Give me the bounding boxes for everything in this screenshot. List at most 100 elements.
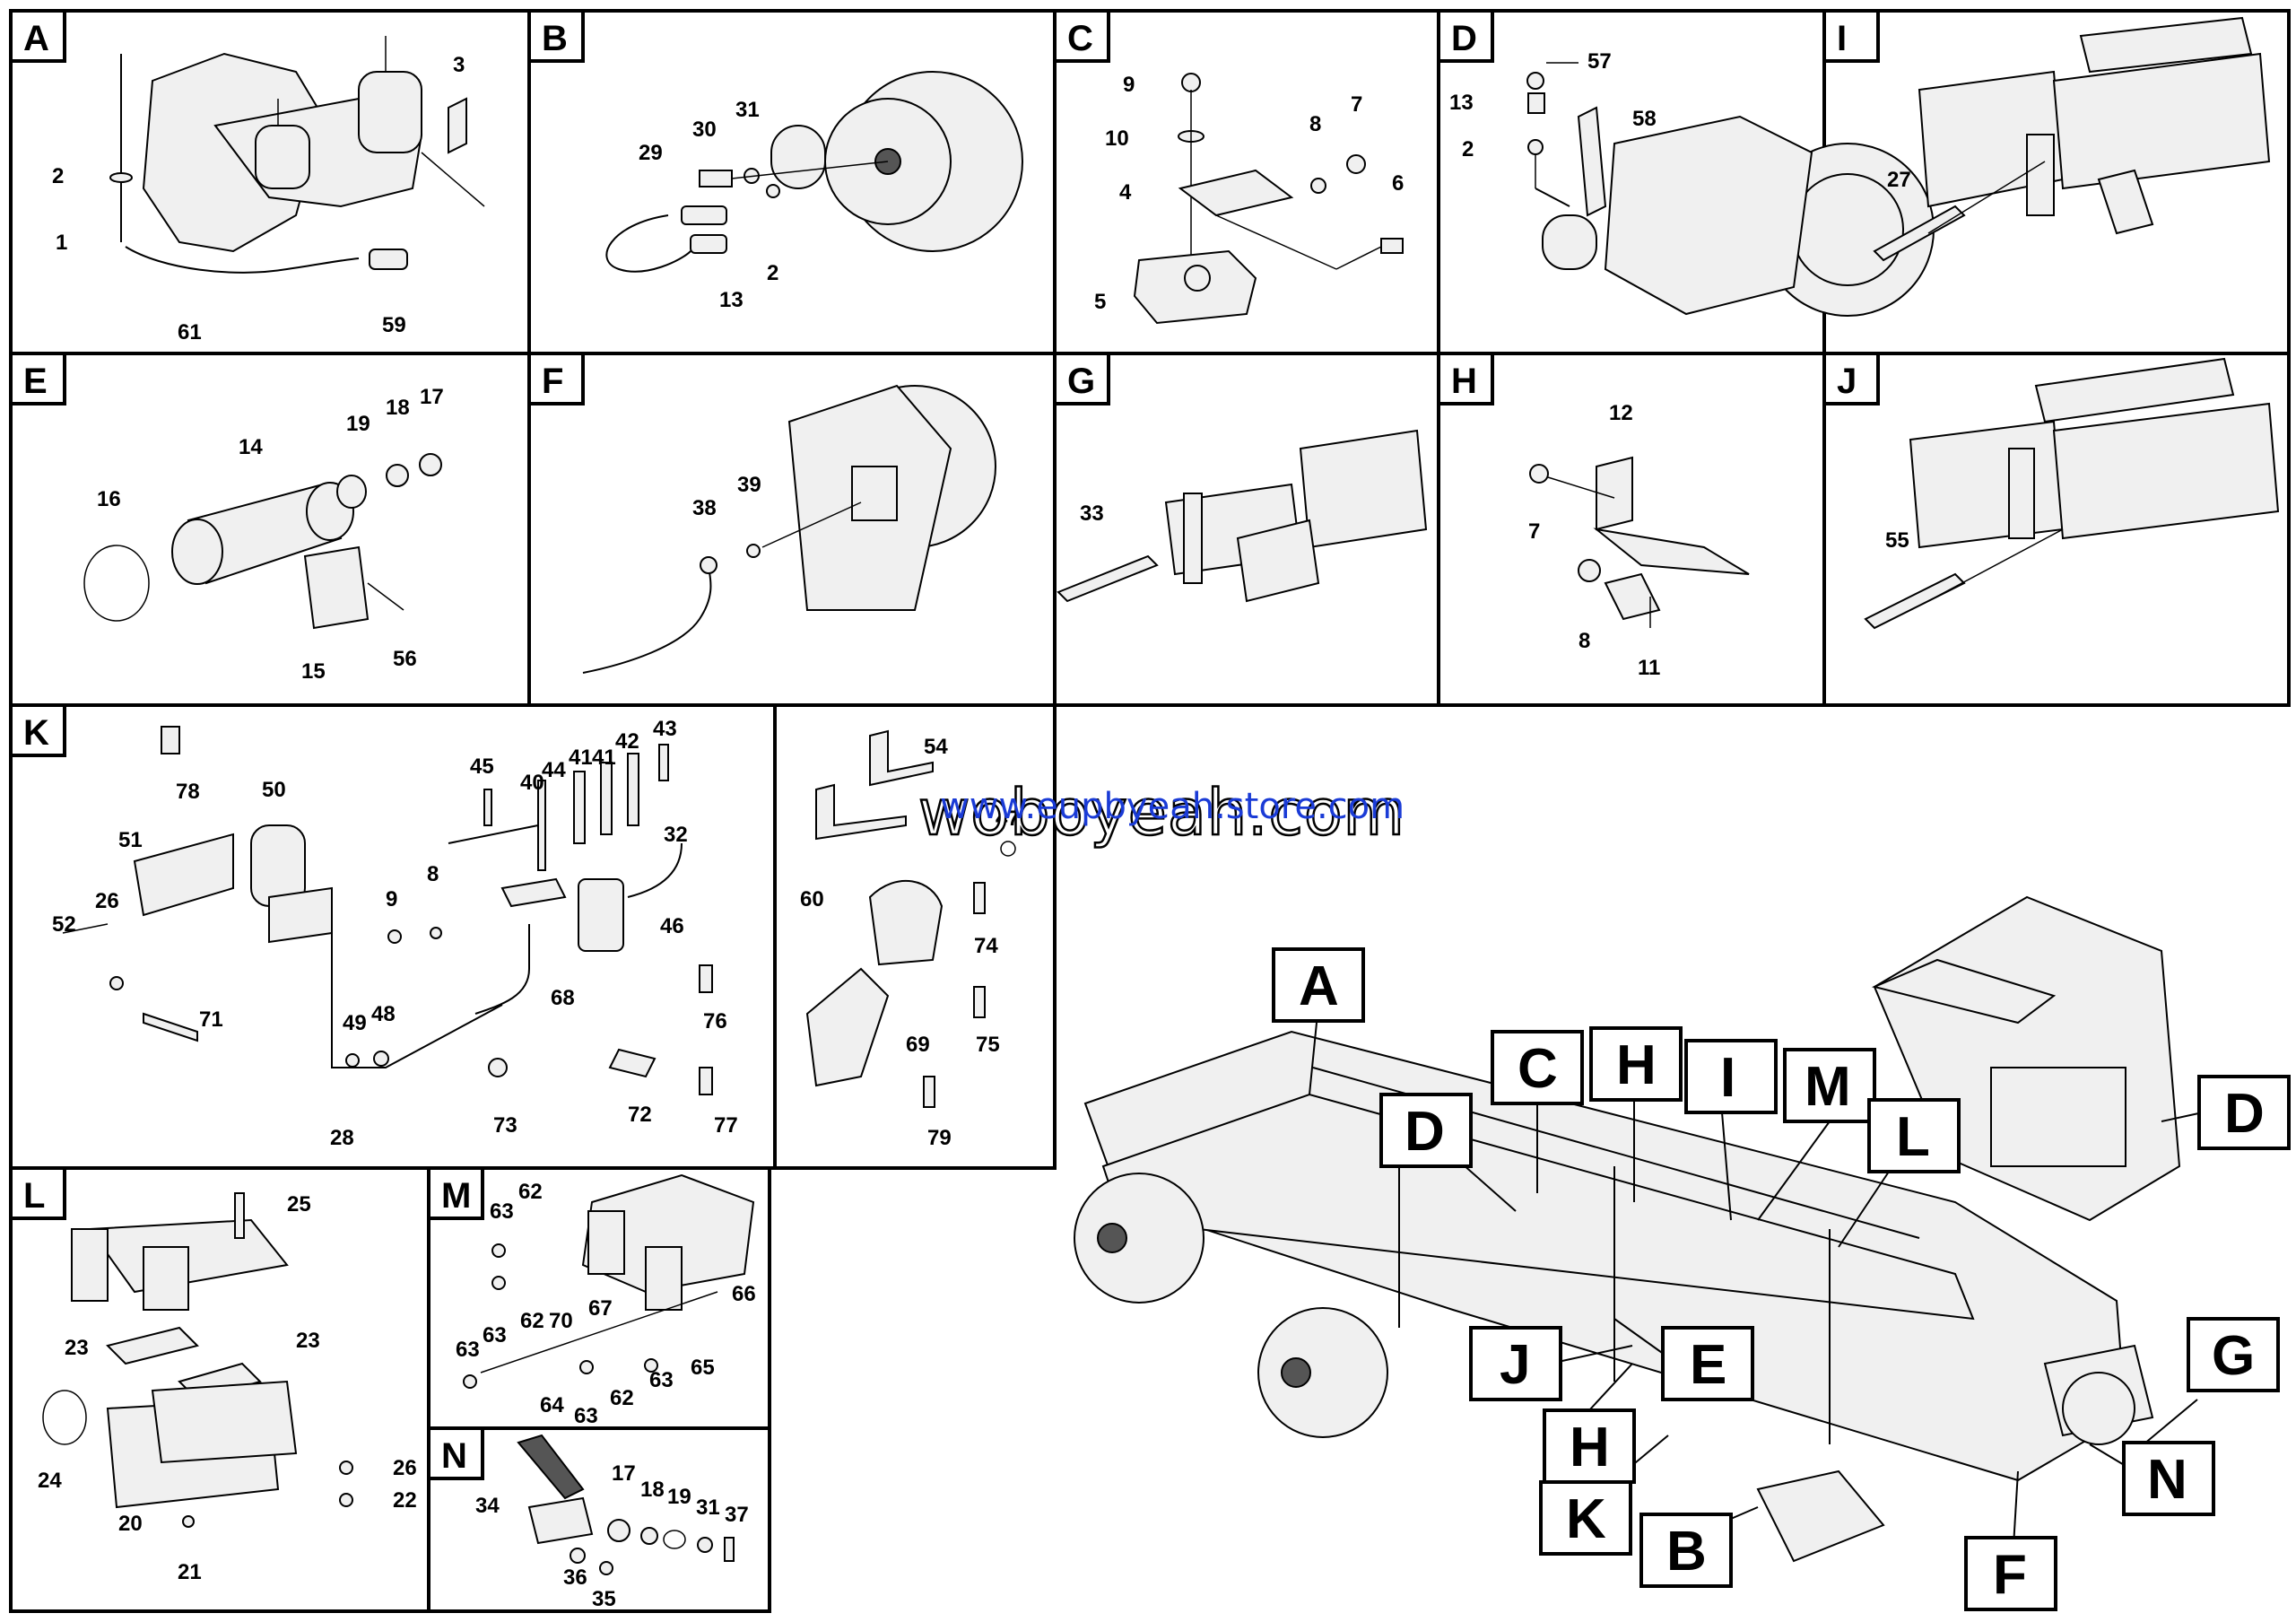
callout: 72 bbox=[628, 1103, 652, 1127]
callout: 22 bbox=[393, 1488, 417, 1513]
callout: 63 bbox=[574, 1404, 598, 1428]
callout: 8 bbox=[1309, 112, 1321, 136]
panel-letter-m: M bbox=[441, 1176, 471, 1216]
panel-letter-a: A bbox=[23, 19, 49, 58]
panel-k: K 78 50 51 52 26 45 40 44 41 bbox=[9, 703, 738, 1150]
callout: 7 bbox=[1528, 519, 1540, 544]
panel-h: H 12 7 8 11 bbox=[1437, 352, 1750, 680]
callout: 34 bbox=[475, 1494, 500, 1518]
callout: 19 bbox=[667, 1485, 691, 1509]
callout: 21 bbox=[178, 1560, 202, 1584]
callout: 49 bbox=[343, 1011, 367, 1035]
callout: 63 bbox=[649, 1368, 674, 1392]
callout: 7 bbox=[1351, 92, 1362, 117]
callout: 57 bbox=[1587, 49, 1612, 74]
panel-letter-i: I bbox=[1837, 19, 1847, 58]
callout: 1 bbox=[56, 231, 67, 255]
callout: 23 bbox=[296, 1329, 320, 1353]
key-letter-f: F bbox=[1993, 1544, 2027, 1606]
callout: 13 bbox=[719, 288, 744, 312]
key-letter-c: C bbox=[1518, 1038, 1558, 1100]
callout: 40 bbox=[520, 771, 544, 795]
callout: 31 bbox=[735, 98, 760, 122]
callout: 75 bbox=[976, 1033, 1000, 1057]
callout: 74 bbox=[974, 934, 998, 958]
key-letter-b: B bbox=[1666, 1521, 1707, 1583]
panel-m: M 63 62 63 62 70 67 66 63 64 63 62 63 65 bbox=[427, 1166, 756, 1428]
panel-f: F 38 39 bbox=[527, 352, 996, 674]
callout: 71 bbox=[199, 1007, 223, 1032]
callout: 17 bbox=[612, 1461, 636, 1486]
panel-letter-f: F bbox=[542, 362, 563, 401]
callout: 65 bbox=[691, 1356, 715, 1380]
callout: 41 bbox=[592, 746, 616, 770]
callout: 18 bbox=[640, 1478, 665, 1502]
callout: 62 bbox=[518, 1180, 543, 1204]
callout: 9 bbox=[1123, 73, 1135, 97]
panel-k-extra: 54 47 60 74 75 69 79 bbox=[800, 729, 1020, 1150]
key-letter-l: L bbox=[1896, 1106, 1930, 1168]
callout: 8 bbox=[1578, 629, 1590, 653]
panel-e: E 16 14 19 18 17 15 56 bbox=[9, 352, 444, 684]
callout: 29 bbox=[639, 141, 663, 165]
callout: 77 bbox=[714, 1113, 738, 1138]
panel-d: D 57 13 58 2 bbox=[1437, 9, 1935, 317]
callout: 45 bbox=[470, 754, 494, 779]
panel-letter-e: E bbox=[23, 362, 48, 401]
callout: 26 bbox=[393, 1456, 417, 1480]
callout: 9 bbox=[386, 887, 397, 911]
callout: 55 bbox=[1885, 528, 1909, 553]
key-letter-k: K bbox=[1566, 1488, 1606, 1550]
callout: 51 bbox=[118, 828, 143, 852]
callout: 39 bbox=[737, 473, 761, 497]
key-letter-m: M bbox=[1805, 1056, 1851, 1118]
callout: 32 bbox=[664, 823, 688, 847]
callout: 60 bbox=[800, 887, 824, 911]
callout: 16 bbox=[97, 487, 121, 511]
callout: 17 bbox=[420, 385, 444, 409]
callout: 64 bbox=[540, 1393, 564, 1417]
callout: 3 bbox=[453, 53, 465, 77]
panel-letter-c: C bbox=[1067, 19, 1093, 58]
panel-j: J 55 bbox=[1822, 352, 2280, 630]
callout: 59 bbox=[382, 313, 406, 337]
callout: 27 bbox=[1887, 168, 1911, 192]
callout: 30 bbox=[692, 118, 717, 142]
callout: 37 bbox=[725, 1503, 749, 1527]
panel-letter-g: G bbox=[1067, 362, 1095, 401]
callout: 26 bbox=[95, 889, 119, 913]
callout: 66 bbox=[732, 1282, 756, 1306]
callout: 47 bbox=[996, 807, 1020, 831]
callout: 44 bbox=[542, 758, 566, 782]
callout: 78 bbox=[176, 780, 200, 804]
callout: 68 bbox=[551, 986, 575, 1010]
panel-n: N 34 17 18 19 31 37 36 35 bbox=[427, 1426, 749, 1611]
callout: 25 bbox=[287, 1192, 311, 1216]
key-letter-d2: D bbox=[2224, 1083, 2265, 1145]
callout: 43 bbox=[653, 717, 677, 741]
callout: 63 bbox=[483, 1323, 507, 1347]
callout: 48 bbox=[371, 1002, 396, 1026]
callout: 33 bbox=[1080, 501, 1104, 526]
key-letter-h: H bbox=[1616, 1034, 1657, 1096]
key-letter-h2: H bbox=[1570, 1417, 1610, 1478]
callout: 42 bbox=[615, 729, 639, 754]
callout: 5 bbox=[1094, 290, 1106, 314]
panel-letter-l: L bbox=[23, 1176, 45, 1216]
callout: 52 bbox=[52, 912, 76, 937]
callout: 13 bbox=[1449, 91, 1474, 115]
panel-l: L 25 23 23 24 20 21 26 22 bbox=[9, 1166, 417, 1584]
callout: 76 bbox=[703, 1009, 727, 1033]
callout: 2 bbox=[52, 164, 64, 188]
panel-letter-k: K bbox=[23, 713, 49, 753]
key-letter-g: G bbox=[2212, 1325, 2255, 1387]
callout: 24 bbox=[38, 1469, 62, 1493]
callout: 10 bbox=[1105, 126, 1129, 151]
panel-letter-b: B bbox=[542, 19, 568, 58]
panel-letter-h: H bbox=[1451, 362, 1477, 401]
callout: 70 bbox=[549, 1309, 573, 1333]
panel-i: I 27 bbox=[1822, 9, 2271, 262]
callout: 69 bbox=[906, 1033, 930, 1057]
callout: 8 bbox=[427, 862, 439, 886]
